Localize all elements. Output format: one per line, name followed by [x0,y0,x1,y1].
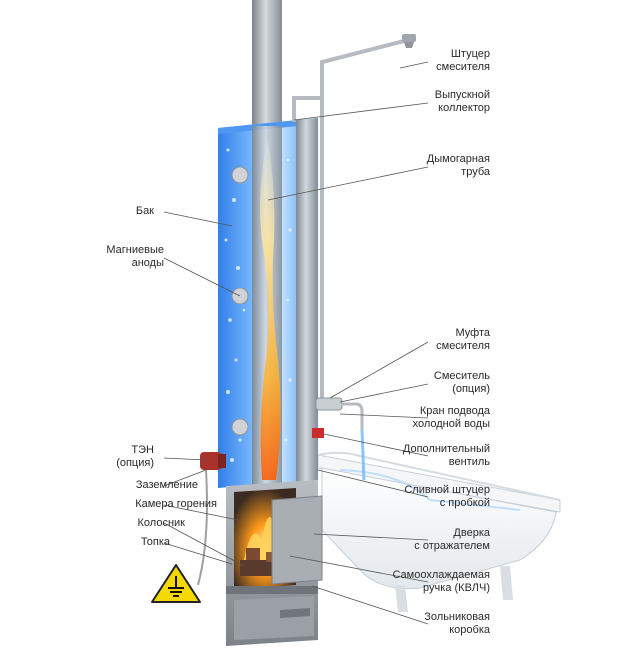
ground-wire [197,469,208,586]
magnesium-anodes [231,166,249,436]
shower-head-icon [402,34,416,48]
flame-column [260,140,281,480]
label-tank: Бак [135,205,154,217]
ground-warning-icon [151,564,201,603]
label-mixer: Смеситель(опция) [433,370,490,395]
heating-element [200,452,226,470]
label-ground: Заземление [135,479,198,491]
firebox [226,480,323,646]
hot-water-pipe [292,38,409,400]
label-firebox: Топка [140,536,170,548]
leader-lines [163,61,429,625]
mixer [312,397,366,481]
bathtub [317,451,561,612]
label-chamber: Камера горения [135,498,217,510]
label-grate: Колосник [137,517,185,529]
label-ten: ТЭН(опция) [116,444,154,469]
